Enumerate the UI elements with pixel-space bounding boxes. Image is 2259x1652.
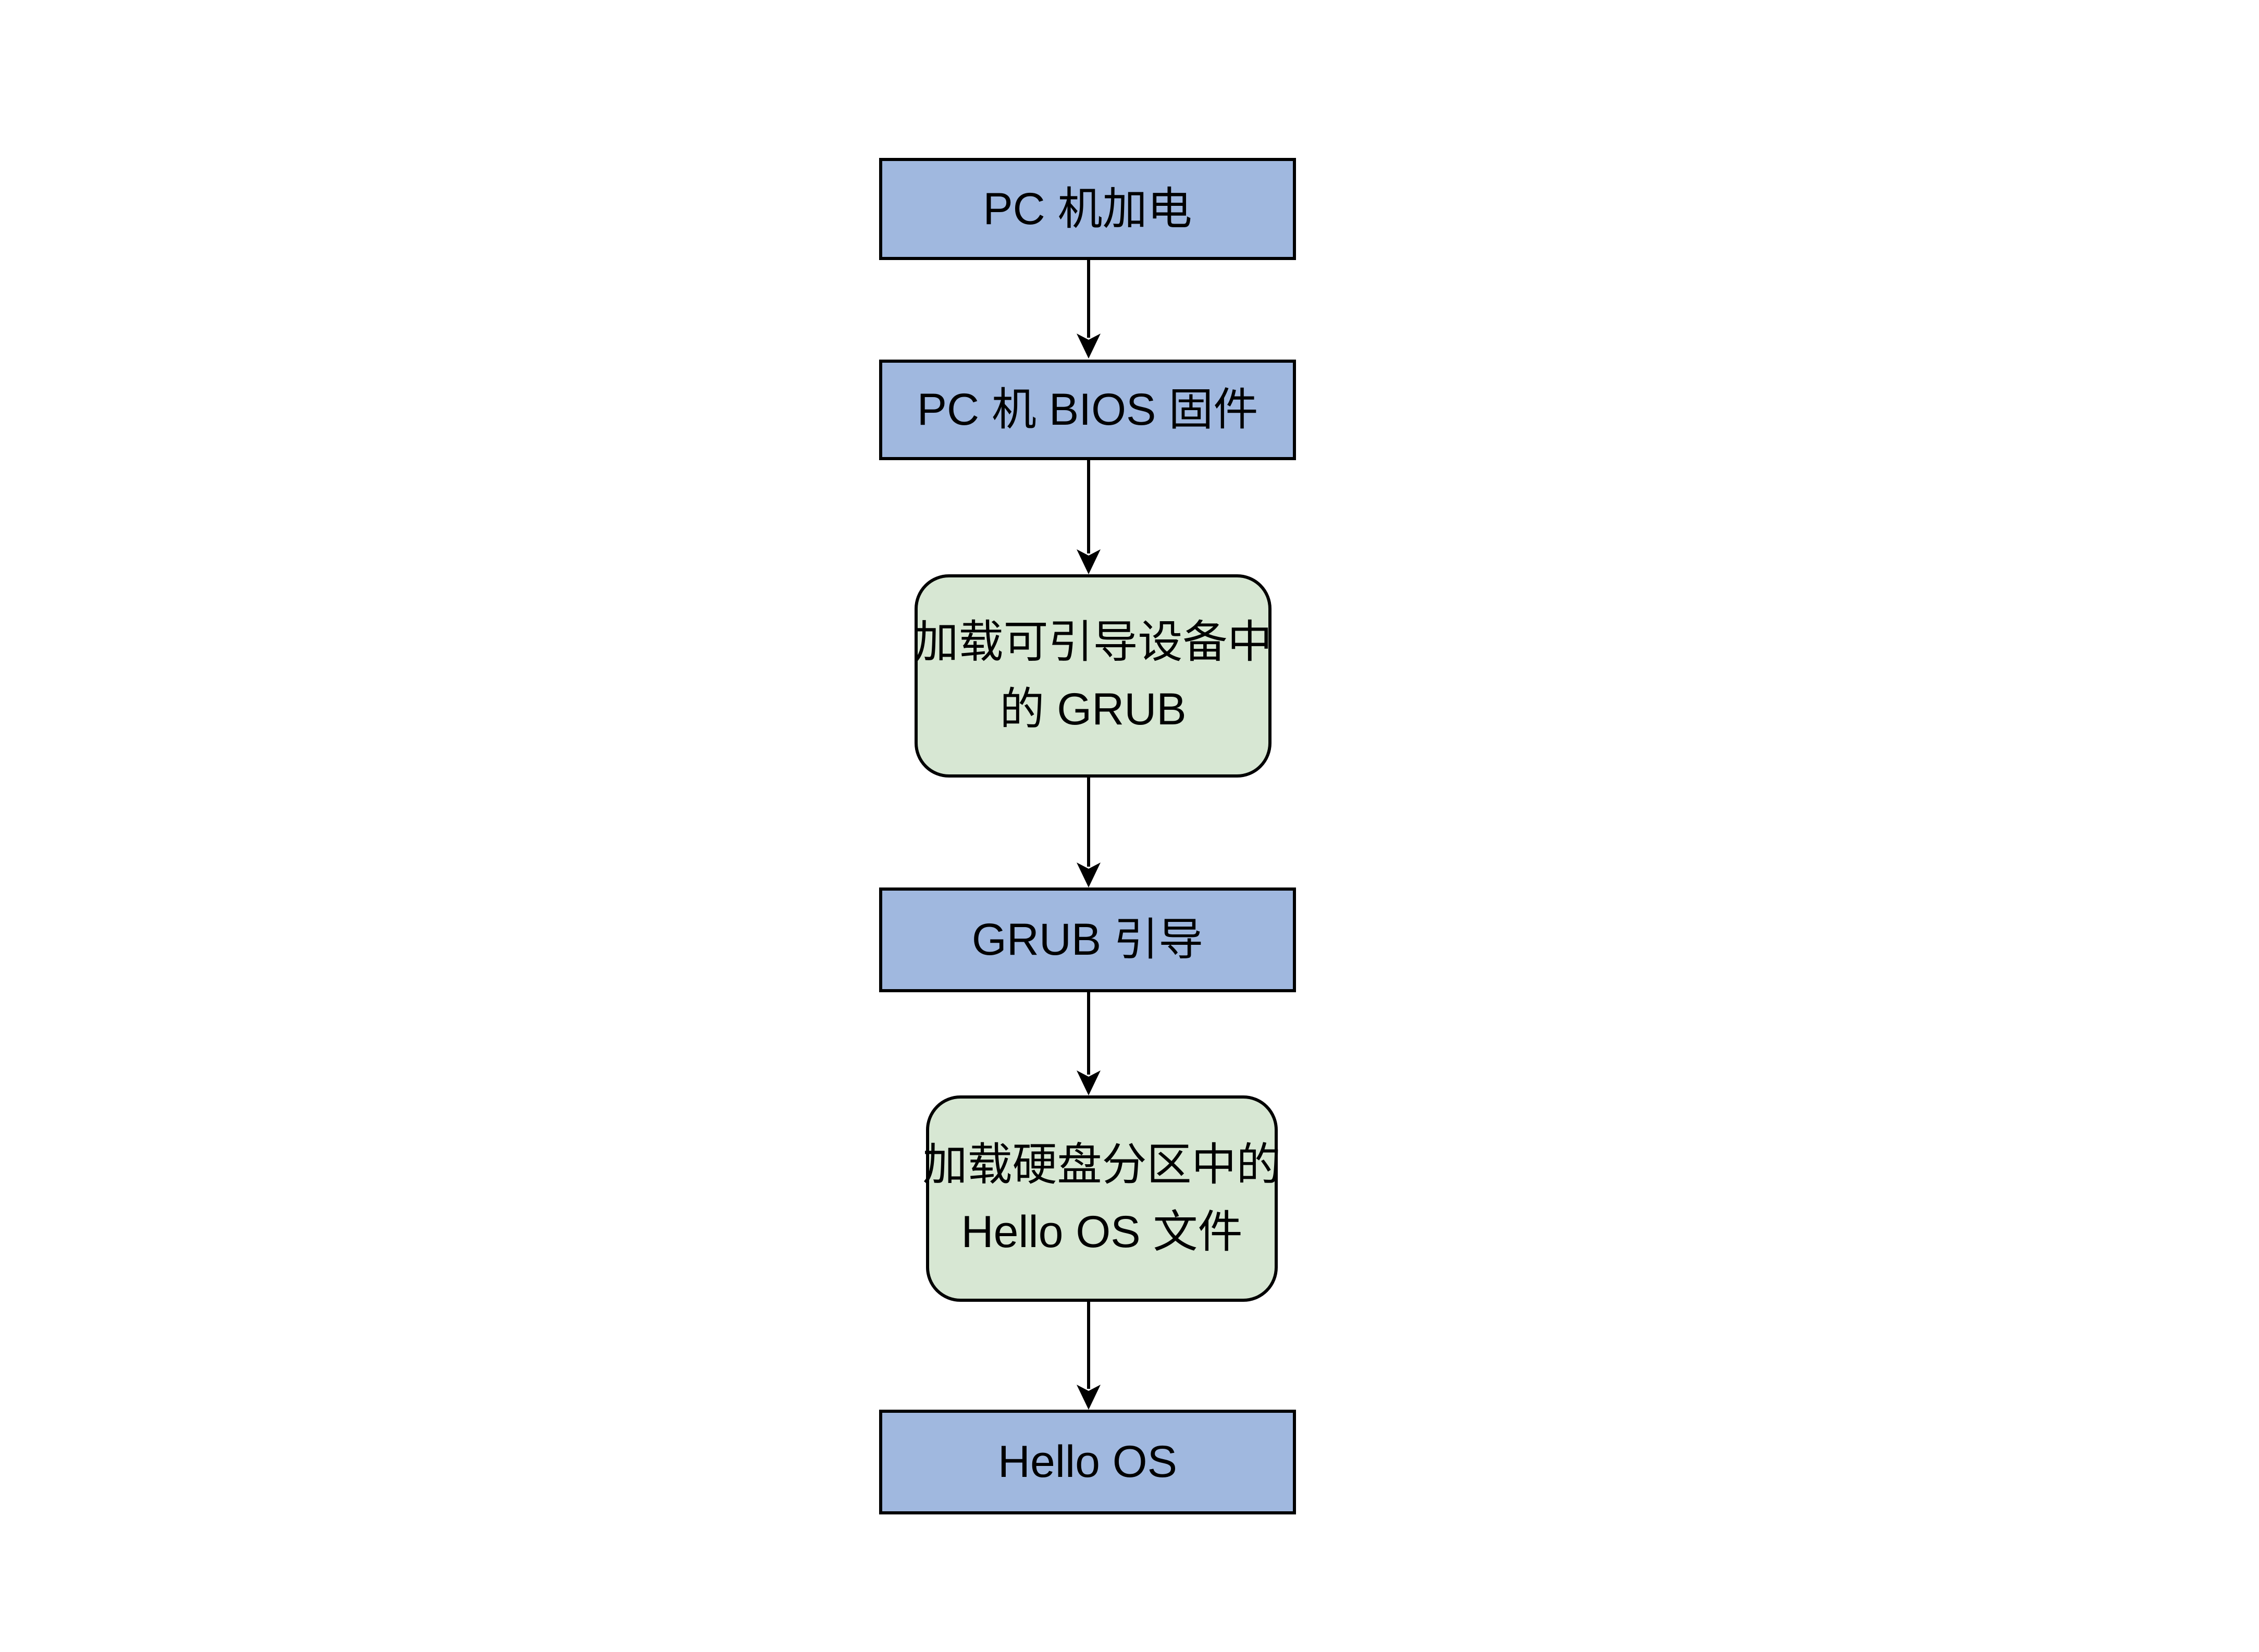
node-label-line-1: 加载硬盘分区中的	[922, 1140, 1281, 1190]
node-pc-power-on: PC 机加电	[879, 158, 1296, 260]
flow-arrow-2	[1077, 460, 1101, 574]
node-label-line-2: Hello OS 文件	[961, 1207, 1243, 1257]
arrow-shaft	[1087, 260, 1090, 338]
flow-arrow-5	[1077, 1302, 1101, 1410]
node-load-grub-from-bootable-device: 加载可引导设备中 的 GRUB	[914, 574, 1273, 778]
arrow-head-icon	[1077, 1385, 1101, 1410]
node-grub-boot: GRUB 引导	[879, 887, 1296, 992]
node-label: PC 机 BIOS 固件	[917, 385, 1258, 435]
arrow-head-icon	[1077, 1070, 1101, 1095]
arrow-shaft	[1087, 778, 1090, 867]
node-load-hello-os-file-from-disk-partition: 加载硬盘分区中的 Hello OS 文件	[922, 1095, 1281, 1302]
arrow-head-icon	[1077, 862, 1101, 887]
arrow-shaft	[1087, 1302, 1090, 1389]
node-label: GRUB 引导	[971, 915, 1204, 965]
arrow-head-icon	[1077, 549, 1101, 574]
node-label: Hello OS	[997, 1437, 1178, 1487]
arrow-head-icon	[1077, 334, 1101, 359]
node-hello-os: Hello OS	[879, 1410, 1296, 1514]
flow-arrow-3	[1077, 778, 1101, 887]
flow-arrow-1	[1077, 260, 1101, 359]
node-pc-bios-firmware: PC 机 BIOS 固件	[879, 360, 1296, 460]
arrow-shaft	[1087, 460, 1090, 553]
node-label-line-2: 的 GRUB	[999, 684, 1187, 734]
flow-arrow-4	[1077, 992, 1101, 1095]
node-label-line-1: 加载可引导设备中	[914, 617, 1273, 667]
arrow-shaft	[1087, 992, 1090, 1075]
node-label: PC 机加电	[983, 183, 1192, 234]
